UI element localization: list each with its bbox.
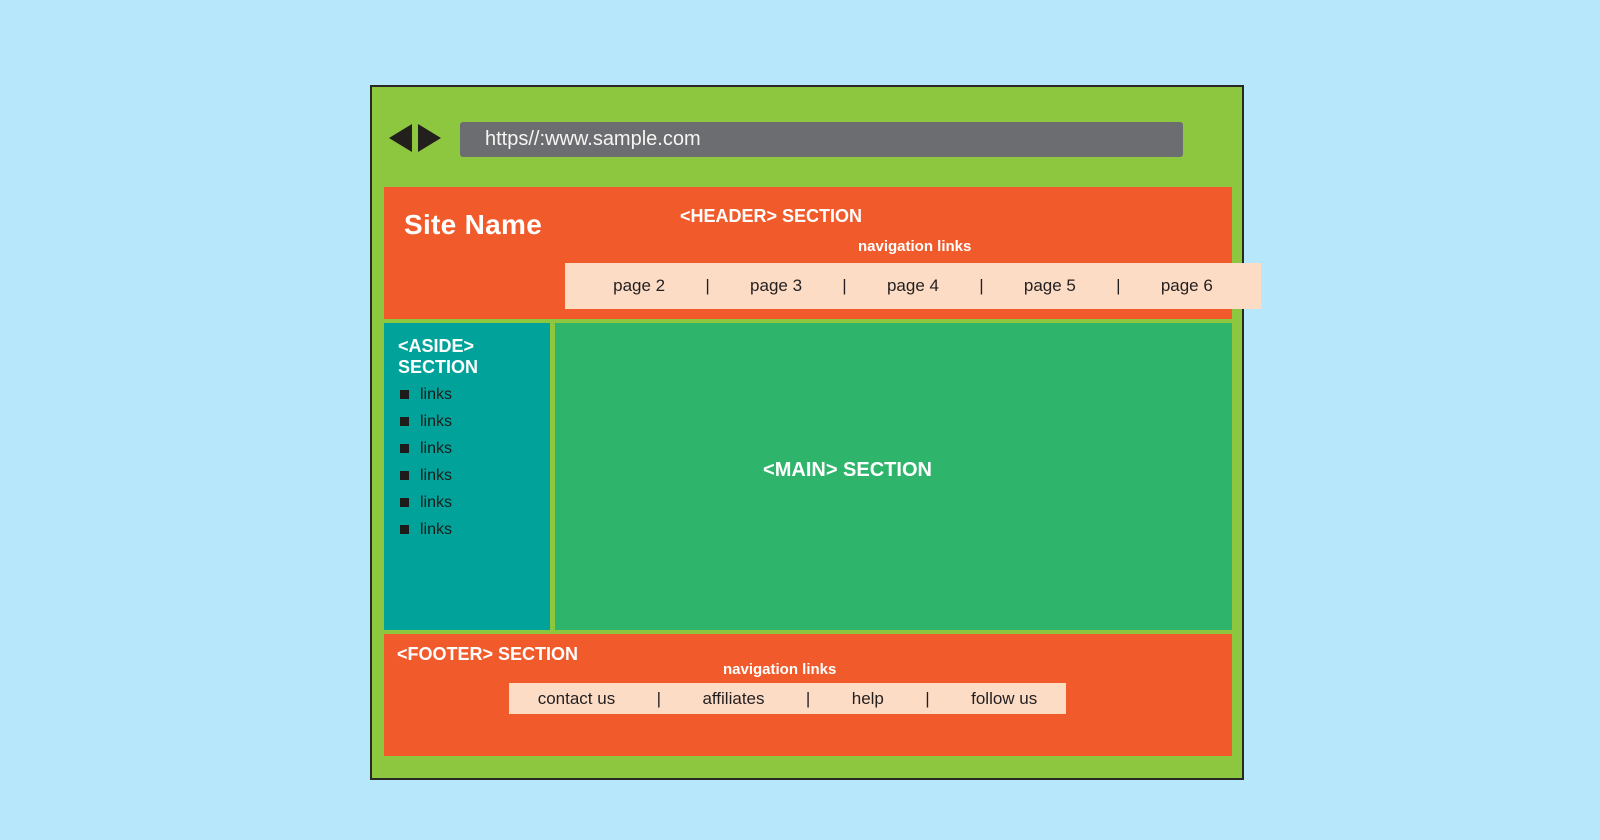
nav-separator: | (805, 688, 811, 708)
aside-link-label: links (420, 520, 453, 538)
footer-nav-link[interactable]: affiliates (702, 688, 765, 708)
footer-section: <FOOTER> SECTION navigation links contac… (384, 634, 1232, 756)
square-bullet-icon (400, 444, 409, 453)
nav-separator: | (656, 688, 662, 708)
footer-nav-link[interactable]: follow us (971, 688, 1038, 708)
square-bullet-icon (400, 498, 409, 507)
aside-link-label: links (420, 385, 453, 403)
footer-section-label: <FOOTER> SECTION (397, 644, 579, 664)
url-bar[interactable]: https//:www.sample.com (460, 122, 1183, 157)
footer-nav-caption: navigation links (723, 661, 837, 678)
main-section-label: <MAIN> SECTION (763, 459, 932, 481)
nav-separator: | (842, 276, 847, 295)
back-arrow-icon[interactable] (389, 124, 412, 152)
aside-link-label: links (420, 493, 453, 511)
header-nav-link[interactable]: page 4 (886, 276, 939, 295)
aside-link[interactable]: links (400, 516, 452, 543)
footer-nav-bar: contact us | affiliates | help | follow … (509, 683, 1066, 714)
aside-link[interactable]: links (400, 462, 452, 489)
main-section: <MAIN> SECTION (555, 323, 1232, 630)
square-bullet-icon (400, 417, 409, 426)
aside-link[interactable]: links (400, 381, 452, 408)
aside-link[interactable]: links (400, 489, 452, 516)
url-text: https//:www.sample.com (485, 128, 701, 150)
nav-separator: | (705, 276, 710, 295)
aside-link-label: links (420, 412, 453, 430)
header-section: Site Name <HEADER> SECTION navigation li… (384, 187, 1261, 319)
header-nav-link[interactable]: page 6 (1160, 276, 1213, 295)
browser-window: https//:www.sample.com Site Name <HEADER… (370, 85, 1261, 780)
header-nav-bar: page 2 | page 3 | page 4 | page 5 | page… (565, 263, 1261, 309)
header-nav-caption: navigation links (858, 238, 972, 255)
header-nav-link[interactable]: page 2 (613, 276, 666, 295)
aside-links-list: links links links links (400, 381, 452, 543)
nav-separator: | (1116, 276, 1121, 295)
aside-link[interactable]: links (400, 435, 452, 462)
aside-section-label: <ASIDE> SECTION (398, 336, 479, 377)
header-nav-link[interactable]: page 5 (1023, 276, 1076, 295)
header-nav-link[interactable]: page 3 (750, 276, 803, 295)
nav-separator: | (979, 276, 984, 295)
square-bullet-icon (400, 390, 409, 399)
forward-arrow-icon[interactable] (418, 124, 441, 152)
aside-section: <ASIDE> SECTION links links l (384, 323, 550, 630)
site-name: Site Name (404, 209, 543, 240)
aside-link[interactable]: links (400, 408, 452, 435)
square-bullet-icon (400, 525, 409, 534)
aside-link-label: links (420, 439, 453, 457)
aside-link-label: links (420, 466, 453, 484)
footer-nav-link[interactable]: help (851, 688, 884, 708)
header-section-label: <HEADER> SECTION (680, 206, 863, 226)
nav-separator: | (925, 688, 930, 708)
square-bullet-icon (400, 471, 409, 480)
footer-nav-link[interactable]: contact us (537, 688, 616, 708)
